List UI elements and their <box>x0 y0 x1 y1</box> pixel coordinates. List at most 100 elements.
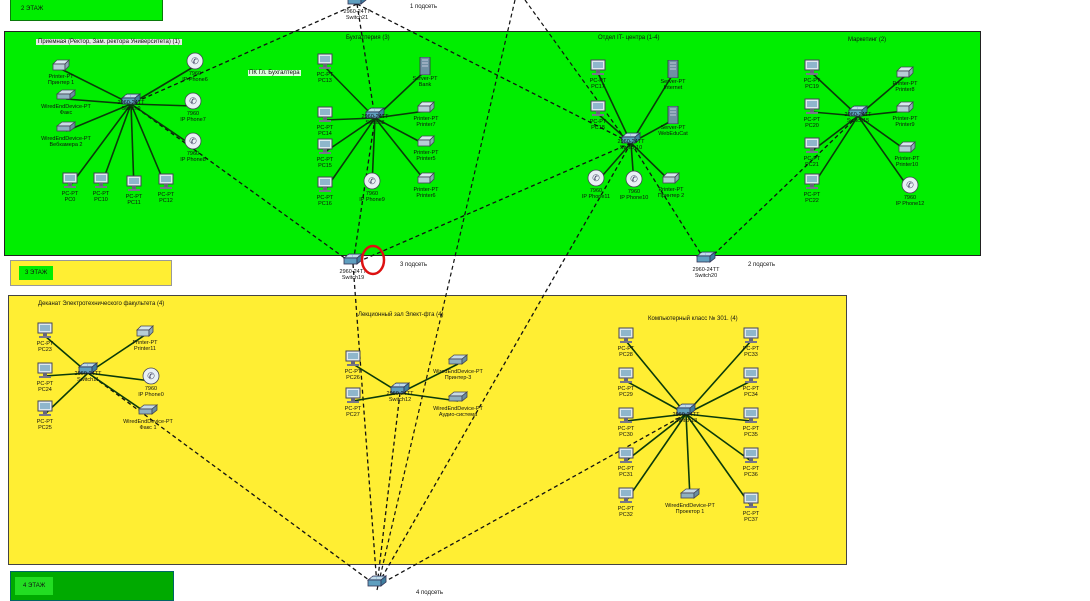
device-label: PC-PT PC34 <box>742 386 760 398</box>
link-switch13-pc36[interactable] <box>685 413 752 462</box>
pc-icon <box>616 367 636 385</box>
link-switch12-pc27[interactable] <box>352 392 401 402</box>
link-switch13-pc34[interactable] <box>685 380 752 415</box>
device-label: PC-PT PC16 <box>316 195 334 207</box>
link-switch8-pc16[interactable] <box>324 117 376 191</box>
link-switch13-pc30[interactable] <box>625 413 687 422</box>
link-switch8-printer5[interactable] <box>374 117 427 146</box>
device-label: 2960-24TT Switch21 <box>343 9 371 21</box>
link-switch9-pc12[interactable] <box>130 103 167 188</box>
link-switch8-pc13[interactable] <box>324 66 376 119</box>
uplink-line-0[interactable] <box>376 0 516 591</box>
device-label: PC-PT PC14 <box>316 125 334 137</box>
link-switch9-ipphone6[interactable] <box>130 65 196 105</box>
pc-icon <box>343 350 363 368</box>
switch-icon <box>77 359 99 377</box>
uplink-line-1[interactable] <box>524 0 632 148</box>
wired-icon <box>447 350 469 368</box>
link-switch15-printer10[interactable] <box>857 115 908 152</box>
device-label: PC-PT PC31 <box>617 466 635 478</box>
link-switch11-fax1[interactable] <box>87 372 149 415</box>
link-switch11-switch22[interactable] <box>87 372 378 587</box>
link-switch13-pc28[interactable] <box>625 340 687 415</box>
device-label: PC-PT PC21 <box>803 156 821 168</box>
link-switch19-switch22[interactable] <box>352 263 378 587</box>
link-switch8-switch19[interactable] <box>352 117 376 265</box>
switch-icon <box>847 102 869 120</box>
printer-icon <box>895 62 915 80</box>
link-switch13-proektor1[interactable] <box>685 413 691 499</box>
link-switch9-pc10[interactable] <box>100 103 132 187</box>
device-label: Printer-PT Printer9 <box>892 116 918 128</box>
device-label: PC-PT PC28 <box>617 346 635 358</box>
link-switch9-switch19[interactable] <box>130 103 354 265</box>
printer-icon <box>135 321 155 339</box>
link-switch12-prn3[interactable] <box>399 363 459 394</box>
switch-icon <box>675 400 697 418</box>
svg-text:✆: ✆ <box>189 96 197 106</box>
link-switch15-switch20[interactable] <box>705 115 859 263</box>
link-switch21-switch10[interactable] <box>356 3 632 144</box>
link-switch13-switch22[interactable] <box>376 413 687 587</box>
link-switch9-webcam2[interactable] <box>65 103 132 132</box>
device-label: PC-PT PC37 <box>742 511 760 523</box>
link-switch10-server_internet[interactable] <box>630 73 674 144</box>
pc-icon <box>616 407 636 425</box>
floor-4-tab[interactable]: 4 ЭТАЖ <box>10 571 174 601</box>
device-label: Printer-PT Printer10 <box>894 156 920 168</box>
link-switch15-pc22[interactable] <box>811 115 859 188</box>
link-switch13-pc32[interactable] <box>625 413 687 502</box>
link-switch15-ipphone12[interactable] <box>857 115 911 191</box>
link-switch15-pc21[interactable] <box>811 115 859 152</box>
phone-icon: ✆ <box>586 169 606 187</box>
link-switch9-fax_priemnaya[interactable] <box>65 98 132 105</box>
switch-icon <box>342 250 364 268</box>
link-switch11-pc24[interactable] <box>44 372 89 377</box>
region-title-lekcionny: Лекционный зал Элект-фта (4) <box>358 312 444 318</box>
floor-3-tab[interactable]: 3 ЭТАЖ <box>10 260 172 286</box>
link-switch13-pc35[interactable] <box>685 413 752 422</box>
link-switch13-pc31[interactable] <box>625 413 687 462</box>
link-switch21-switch8[interactable] <box>356 3 376 119</box>
link-switch10-pc17[interactable] <box>597 72 632 144</box>
pc-icon <box>741 367 761 385</box>
device-label: Printer-PT Принтер 1 <box>47 74 75 86</box>
pc-icon <box>156 173 176 191</box>
printer-icon <box>416 97 436 115</box>
device-label: WiredEndDevice-PT Факс <box>41 104 91 116</box>
phone-icon: ✆ <box>362 172 382 190</box>
link-switch10-switch19[interactable] <box>352 142 632 265</box>
device-label: 2960-24TT Switch20 <box>692 267 720 279</box>
link-switch8-printer6[interactable] <box>374 117 427 183</box>
link-switch10-switch22[interactable] <box>376 142 632 587</box>
link-switch13-pc37[interactable] <box>685 413 752 507</box>
link-switch21-switch9[interactable] <box>130 3 358 105</box>
device-label: 7960 IP Phone12 <box>895 195 925 207</box>
link-switch11-ipphone0[interactable] <box>87 372 152 382</box>
pc-icon <box>802 59 822 77</box>
link-switch9-ipphone7[interactable] <box>130 103 194 107</box>
link-switch12-switch22[interactable] <box>376 392 401 587</box>
printer-icon <box>661 168 681 186</box>
link-switch10-switch20[interactable] <box>630 142 707 263</box>
link-switch8-pc15[interactable] <box>324 117 376 153</box>
switch-icon <box>695 248 717 266</box>
link-switch9-pc11[interactable] <box>130 103 135 190</box>
link-switch13-pc33[interactable] <box>685 340 752 415</box>
link-switch8-printer7[interactable] <box>374 110 427 119</box>
phone-icon: ✆ <box>183 132 203 150</box>
region-title-it: Отдел IT- центра (1-4) <box>598 35 660 41</box>
subnet-1-note: 1 подсеть <box>410 4 437 10</box>
link-switch11-printer11[interactable] <box>87 334 146 374</box>
region-title-klass: Компьютерный класс № 301. (4) <box>648 316 738 322</box>
pc-icon <box>315 53 335 71</box>
link-switch9-ipphone8[interactable] <box>130 103 194 147</box>
link-switch9-prn_priemnaya[interactable] <box>60 68 132 105</box>
floor-2-tab[interactable]: 2 ЭТАЖ <box>10 0 163 21</box>
subnet-4-note: 4 подсеть <box>416 590 443 596</box>
link-switch12-audio[interactable] <box>399 392 459 402</box>
link-switch13-pc29[interactable] <box>625 380 687 415</box>
link-switch9-pc0[interactable] <box>69 103 132 187</box>
pc-icon <box>616 487 636 505</box>
